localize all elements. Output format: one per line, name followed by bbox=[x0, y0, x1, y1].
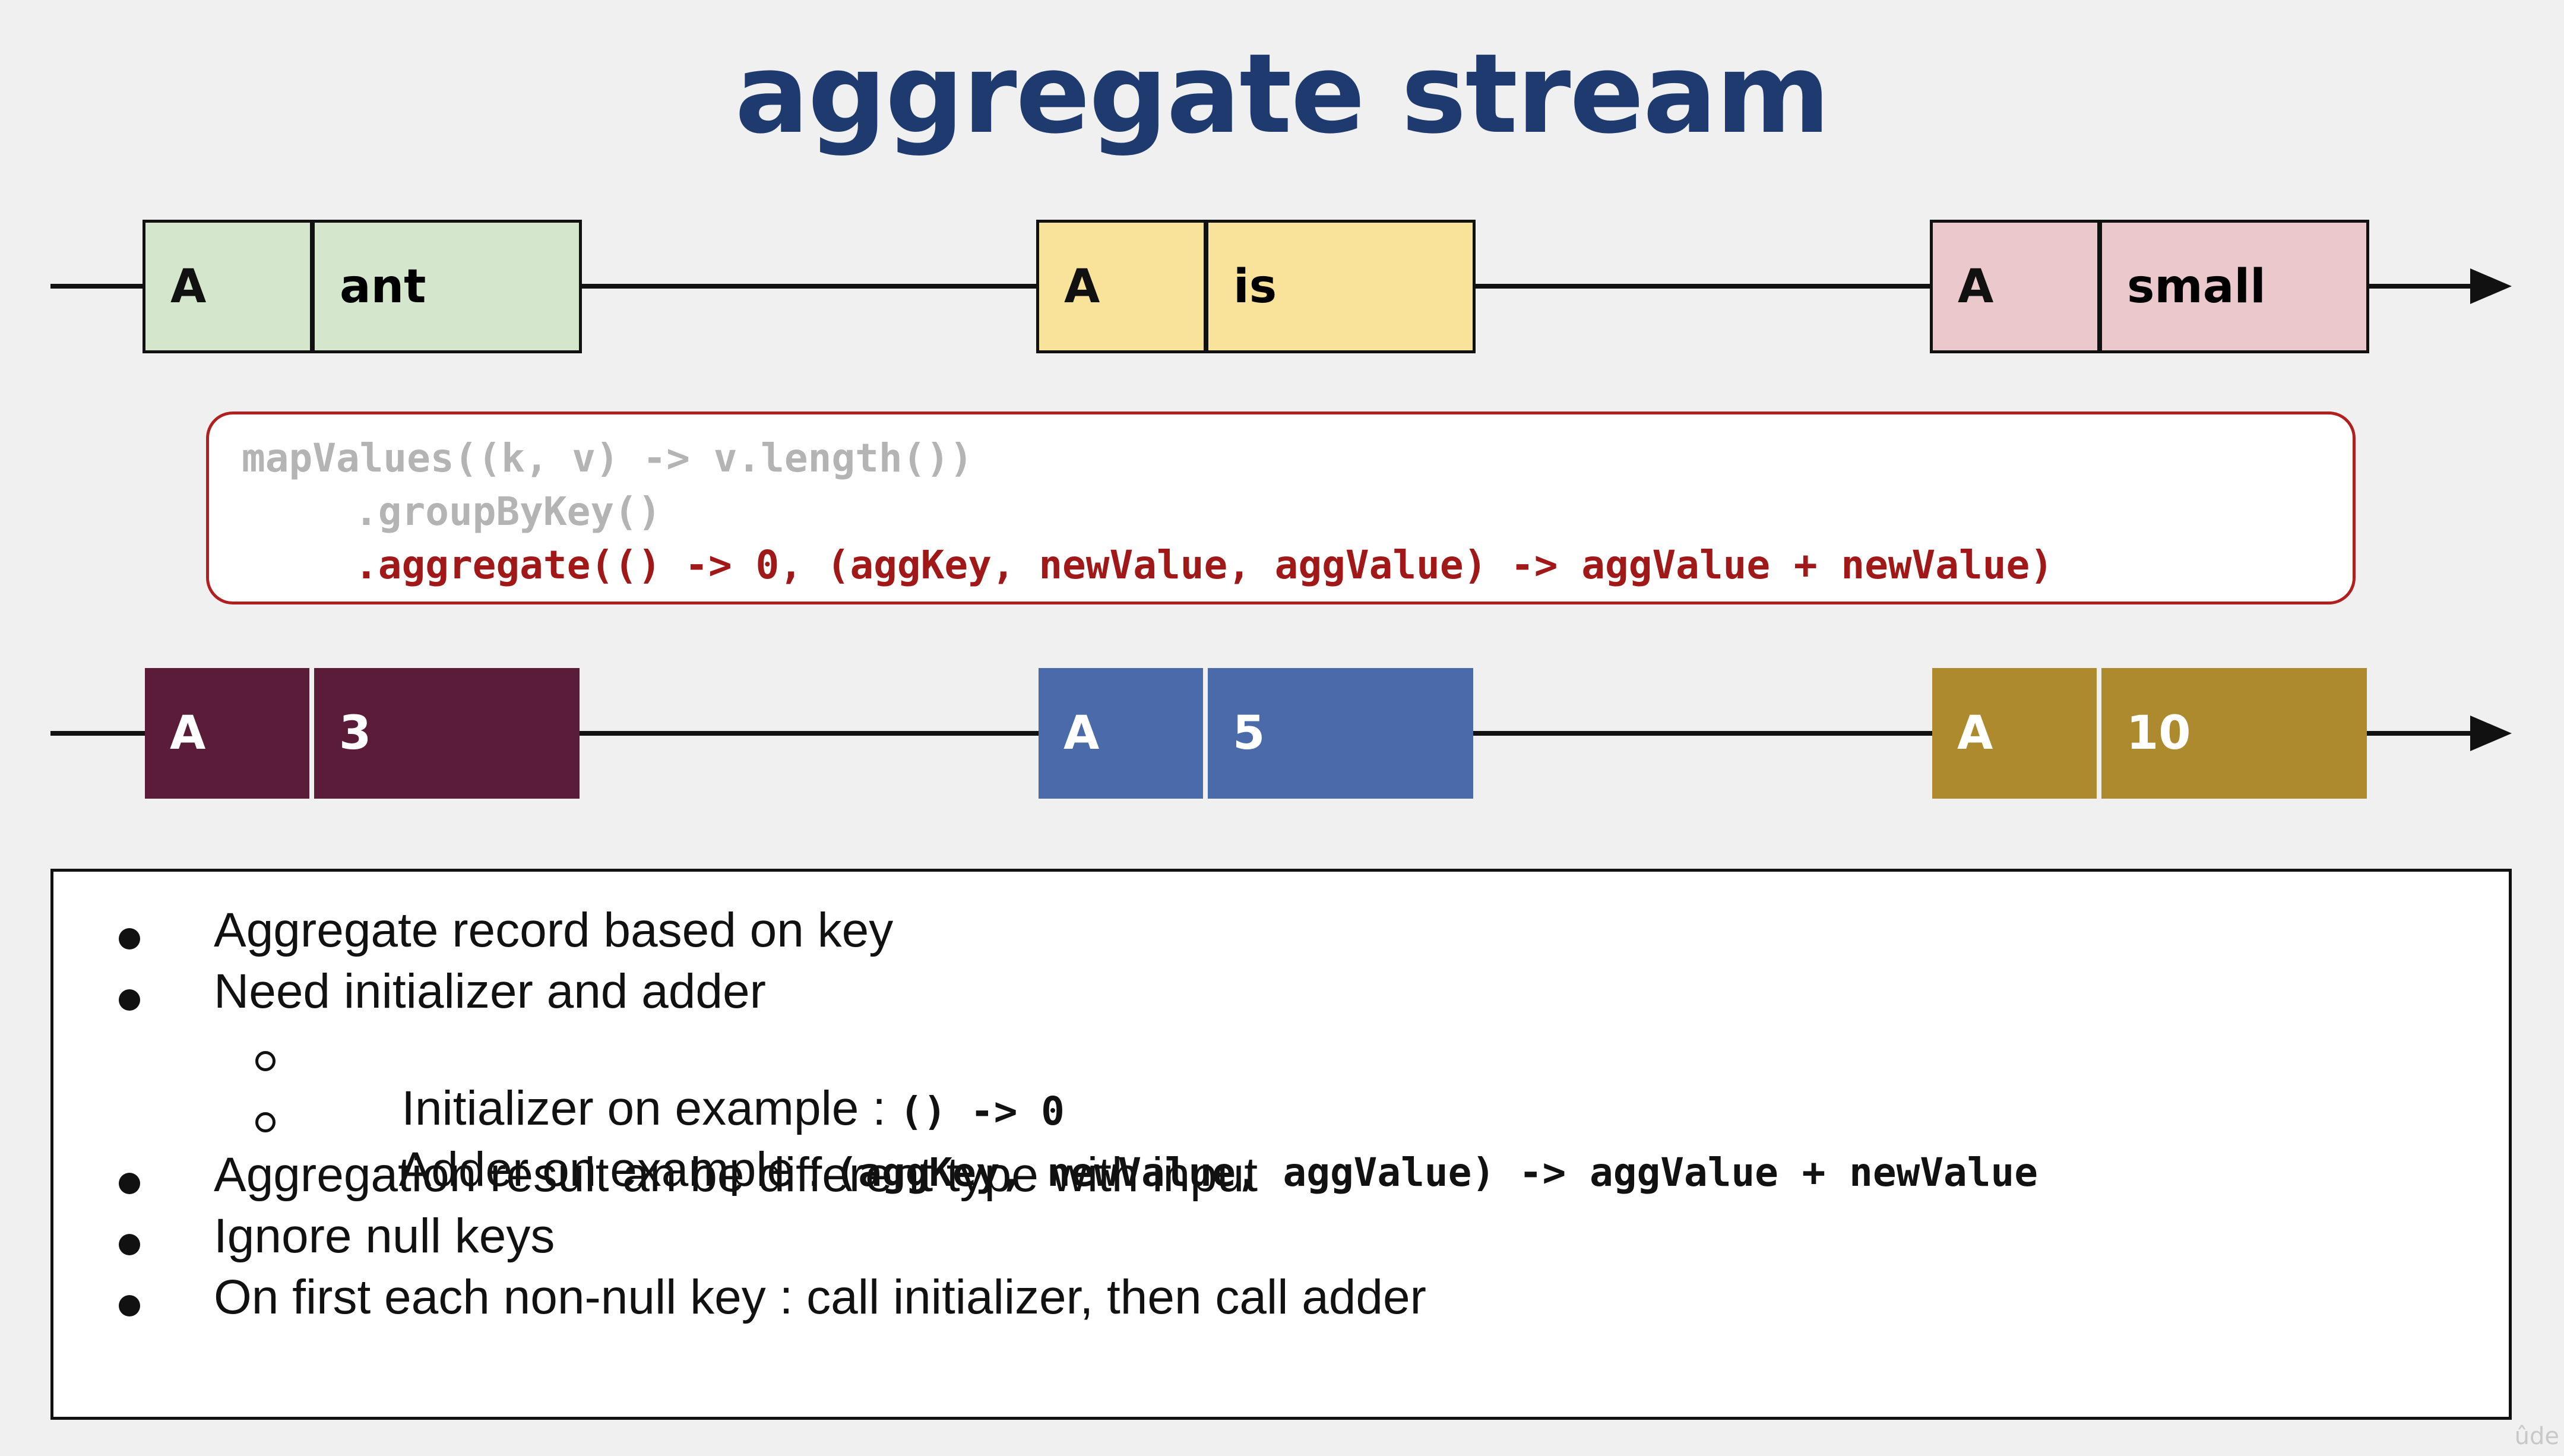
input-record-key: A bbox=[1933, 223, 2102, 350]
output-record-key: A bbox=[145, 668, 314, 799]
code-line-aggregate: .aggregate(() -> 0, (aggKey, newValue, a… bbox=[354, 542, 2053, 588]
note-first-key: On first each non-null key : call initia… bbox=[214, 1270, 1426, 1324]
adder-label: Adder on example : bbox=[398, 1142, 835, 1197]
note-initializer-adder: Need initializer and adder bbox=[214, 964, 766, 1018]
output-record-3: A 3 bbox=[145, 668, 580, 799]
initializer-code: () -> 0 bbox=[899, 1088, 1065, 1134]
output-record-key: A bbox=[1039, 668, 1208, 799]
output-record-value: 10 bbox=[2126, 707, 2191, 760]
bullet-dot bbox=[119, 1234, 140, 1255]
input-record-ant: A ant bbox=[143, 220, 582, 353]
note-initializer-example: Initializer on example : () -> 0 bbox=[347, 1025, 1065, 1192]
note-result-type: Aggregation result an be different type … bbox=[214, 1148, 1258, 1202]
output-record-10: A 10 bbox=[1932, 668, 2367, 799]
watermark-logo: ûde bbox=[2514, 1423, 2559, 1450]
input-stream-arrowhead bbox=[2470, 268, 2512, 304]
sub-bullet-ring bbox=[255, 1112, 276, 1132]
input-record-value: is bbox=[1208, 223, 1473, 350]
code-line-groupbykey: .groupByKey() bbox=[354, 489, 661, 534]
notes-box: Aggregate record based on key Need initi… bbox=[50, 869, 2512, 1420]
slide-title: aggregate stream bbox=[735, 30, 1831, 158]
note-aggregate-by-key: Aggregate record based on key bbox=[214, 903, 894, 957]
note-ignore-null: Ignore null keys bbox=[214, 1209, 555, 1263]
input-record-is: A is bbox=[1036, 220, 1476, 353]
input-record-key: A bbox=[1039, 223, 1208, 350]
output-record-value: 5 bbox=[1233, 707, 1265, 760]
output-record-5: A 5 bbox=[1039, 668, 1473, 799]
note-adder-example: Adder on example : (aggKey, newValue, ag… bbox=[347, 1086, 2038, 1254]
adder-code: (aggKey, newValue, aggValue) -> aggValue… bbox=[834, 1150, 2038, 1195]
input-record-value: ant bbox=[315, 223, 579, 350]
initializer-label: Initializer on example : bbox=[401, 1081, 900, 1135]
output-record-value: 3 bbox=[339, 707, 372, 760]
code-line-mapvalues: mapValues((k, v) -> v.length()) bbox=[242, 435, 973, 481]
bullet-dot bbox=[119, 928, 140, 949]
input-record-small: A small bbox=[1930, 220, 2369, 353]
output-stream-arrowhead bbox=[2470, 716, 2512, 751]
input-record-key: A bbox=[145, 223, 315, 350]
input-record-value: small bbox=[2102, 223, 2366, 350]
sub-bullet-ring bbox=[255, 1051, 276, 1071]
code-box: mapValues((k, v) -> v.length()) .groupBy… bbox=[206, 412, 2356, 604]
output-record-key: A bbox=[1932, 668, 2101, 799]
bullet-dot bbox=[119, 989, 140, 1011]
bullet-dot bbox=[119, 1173, 140, 1194]
bullet-dot bbox=[119, 1295, 140, 1316]
